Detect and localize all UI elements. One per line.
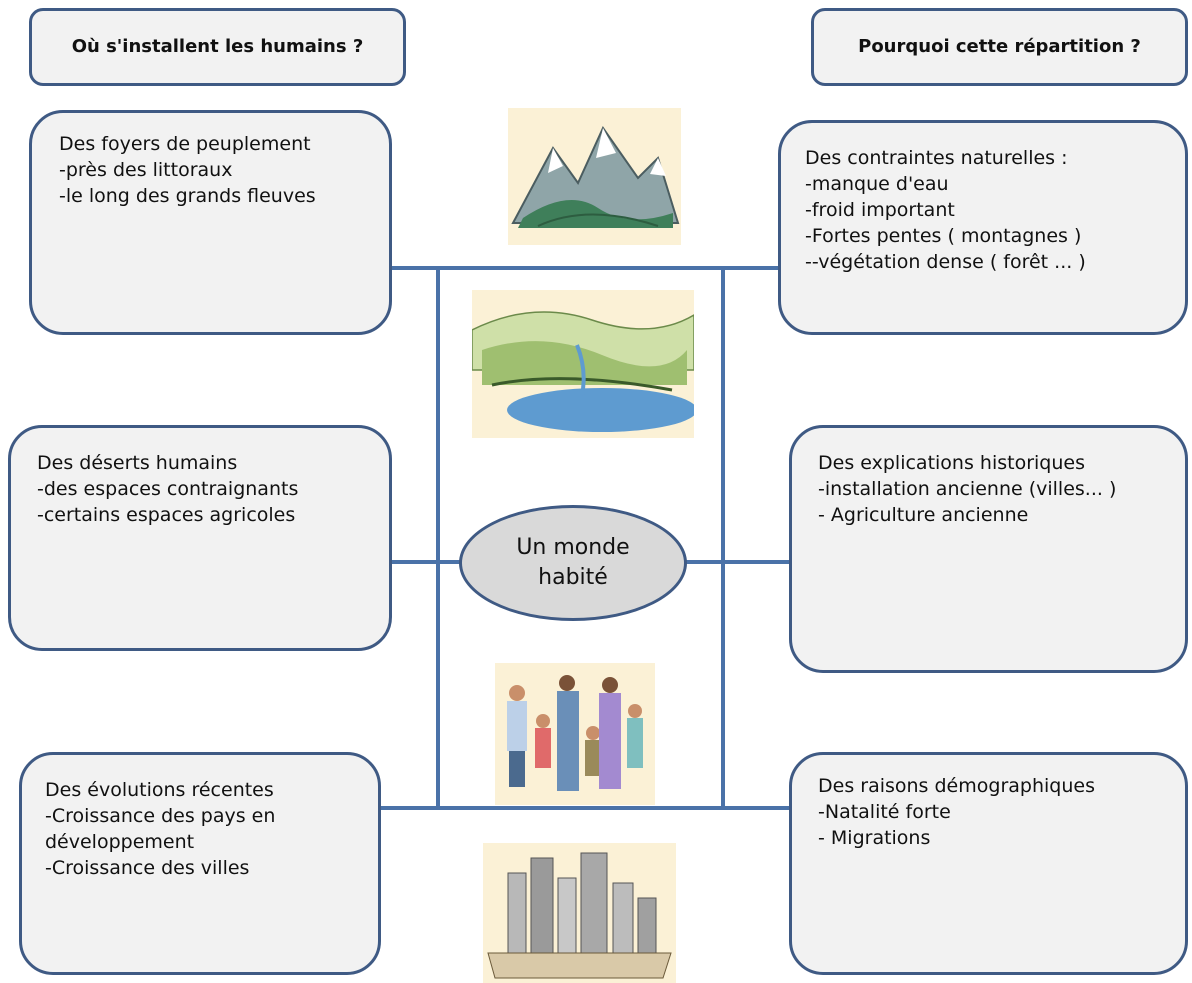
right-box-historiques: Des explications historiques -installati… — [789, 425, 1188, 673]
box-line: Des contraintes naturelles : — [805, 147, 1068, 169]
left-box-deserts: Des déserts humains -des espaces contrai… — [8, 425, 392, 651]
right-header-text: Pourquoi cette répartition ? — [858, 36, 1141, 57]
box-line: -installation ancienne (villes... ) — [818, 478, 1117, 500]
box-line: -près des littoraux — [59, 159, 233, 181]
left-box-evolutions: Des évolutions récentes -Croissance des … — [19, 752, 381, 975]
box-line: --végétation dense ( forêt ... ) — [805, 251, 1086, 273]
box-line: Des évolutions récentes — [45, 779, 274, 801]
box-line: développement — [45, 831, 195, 853]
box-line: Des déserts humains — [37, 452, 238, 474]
center-topic-line2: habité — [538, 565, 608, 590]
coastal-valley-illustration — [472, 290, 694, 438]
left-header: Où s'installent les humains ? — [29, 8, 406, 86]
box-line: -le long des grands fleuves — [59, 185, 316, 207]
box-line: Des raisons démographiques — [818, 775, 1095, 797]
city-illustration — [483, 843, 676, 983]
box-line: -Croissance des pays en — [45, 805, 276, 827]
center-topic-line1: Un monde — [516, 535, 630, 560]
box-line: -froid important — [805, 199, 955, 221]
left-header-text: Où s'installent les humains ? — [71, 36, 364, 57]
right-header: Pourquoi cette répartition ? — [811, 8, 1188, 86]
mountains-illustration — [508, 108, 681, 245]
family-illustration — [495, 663, 655, 805]
right-box-demographiques: Des raisons démographiques -Natalité for… — [789, 752, 1188, 975]
box-line: -des espaces contraignants — [37, 478, 299, 500]
right-box-contraintes: Des contraintes naturelles : -manque d'e… — [778, 120, 1188, 335]
box-line: -manque d'eau — [805, 173, 949, 195]
box-line: -Natalité forte — [818, 801, 951, 823]
left-box-peuplement: Des foyers de peuplement -près des litto… — [29, 110, 392, 335]
box-line: -Fortes pentes ( montagnes ) — [805, 225, 1082, 247]
center-topic: Un monde habité — [459, 505, 687, 621]
box-line: -certains espaces agricoles — [37, 504, 296, 526]
box-line: - Migrations — [818, 827, 931, 849]
box-line: -Croissance des villes — [45, 857, 250, 879]
box-line: Des foyers de peuplement — [59, 133, 311, 155]
box-line: Des explications historiques — [818, 452, 1085, 474]
box-line: - Agriculture ancienne — [818, 504, 1029, 526]
